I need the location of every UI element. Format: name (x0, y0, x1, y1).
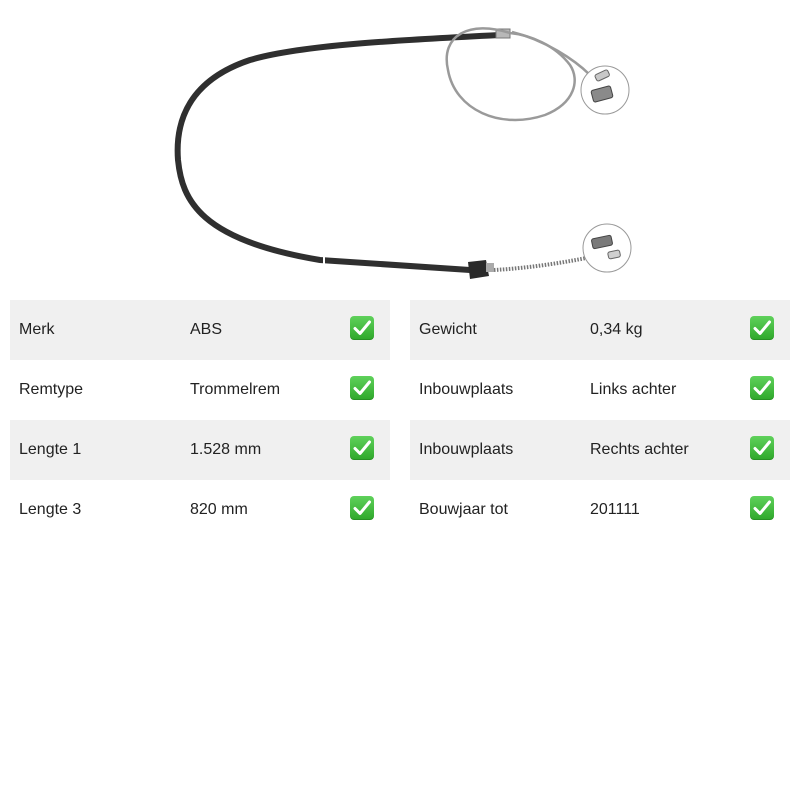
spec-row: Remtype Trommelrem (10, 360, 390, 420)
spec-label: Inbouwplaats (419, 441, 514, 458)
spec-row: Lengte 1 1.528 mm (10, 420, 390, 480)
spec-value: 201111 (590, 501, 640, 518)
spec-value: Trommelrem (190, 381, 281, 398)
check-mark-icon (350, 436, 374, 460)
check-mark-icon (750, 496, 774, 520)
check-mark-icon (750, 376, 774, 400)
spec-label: Lengte 3 (19, 501, 82, 518)
spec-row: Bouwjaar tot 201111 (410, 480, 790, 540)
spec-value: 1.528 mm (190, 441, 262, 458)
spec-row: Merk ABS (10, 300, 390, 360)
spec-row: Gewicht 0,34 kg (410, 300, 790, 360)
check-mark-icon (750, 316, 774, 340)
spec-value: Rechts achter (590, 441, 689, 458)
spec-row: Lengte 3 820 mm (10, 480, 390, 540)
check-mark-icon (350, 496, 374, 520)
spec-label: Merk (19, 321, 55, 338)
spec-label: Gewicht (419, 321, 477, 338)
spec-label: Lengte 1 (19, 441, 82, 458)
spec-value: ABS (190, 321, 223, 338)
check-mark-icon (750, 436, 774, 460)
spec-table-left: Merk ABS Remtype Trommelrem Lengte 1 1.5… (10, 300, 390, 540)
spec-value: Links achter (590, 381, 677, 398)
spec-row: Inbouwplaats Rechts achter (410, 420, 790, 480)
brake-cable-image (174, 27, 632, 279)
spec-row: Inbouwplaats Links achter (410, 360, 790, 420)
spec-table-right: Gewicht 0,34 kg Inbouwplaats Links achte… (410, 300, 790, 540)
check-mark-icon (350, 376, 374, 400)
spec-label: Inbouwplaats (419, 381, 514, 398)
spec-label: Bouwjaar tot (419, 501, 508, 518)
spec-label: Remtype (19, 381, 84, 398)
spec-value: 820 mm (190, 501, 248, 518)
spec-value: 0,34 kg (590, 321, 643, 338)
check-mark-icon (350, 316, 374, 340)
